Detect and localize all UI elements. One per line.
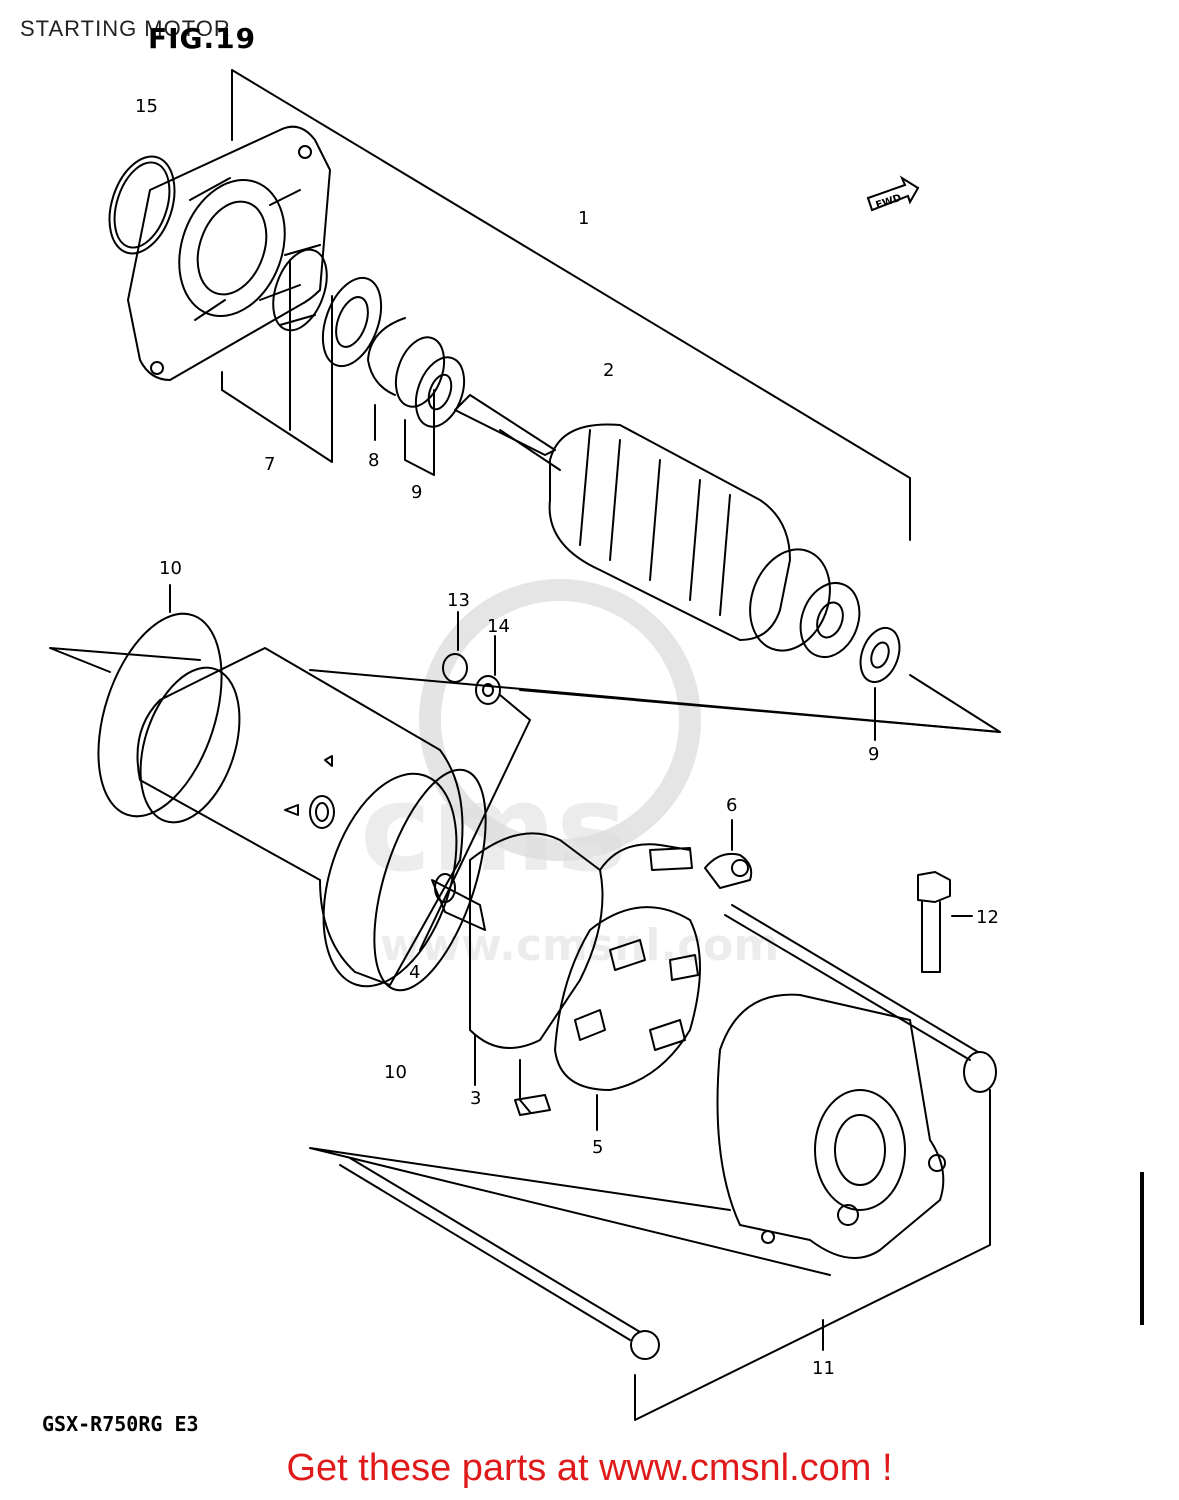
- figure-label: FIG.19: [148, 22, 257, 55]
- callout-5: 5: [592, 1137, 603, 1158]
- clip-8: [367, 317, 406, 396]
- bearing-7: [272, 248, 328, 332]
- callout-13: 13: [447, 590, 470, 611]
- through-bolt-lower: [339, 1157, 641, 1341]
- callout-9b: 9: [868, 744, 879, 765]
- callout-10a: 10: [159, 558, 182, 579]
- o-ring-15: [108, 155, 176, 255]
- brush-plate-5: [554, 906, 701, 1131]
- callout-15: 15: [135, 96, 158, 117]
- callout-7: 7: [264, 454, 275, 475]
- upper-frame-line: [231, 69, 911, 541]
- callout-1: 1: [578, 208, 589, 229]
- o-ring-15-inner: [113, 161, 171, 249]
- callout-8: 8: [368, 450, 379, 471]
- fwd-arrow-icon: FWD: [866, 175, 920, 212]
- bolt-12: [917, 871, 951, 973]
- page-title: STARTING MOTOR: [20, 16, 231, 41]
- lower-frame-line: [309, 1089, 991, 1421]
- callout-9a: 9: [411, 482, 422, 503]
- rear-cover: [716, 993, 946, 1259]
- through-bolt-upper: [724, 914, 971, 1061]
- callout-14: 14: [487, 616, 510, 637]
- model-code: GSX-R750RG E3: [42, 1412, 199, 1436]
- callout-11: 11: [812, 1358, 835, 1379]
- o-ring-10: [97, 612, 223, 818]
- callout-2: 2: [603, 360, 614, 381]
- front-housing: [127, 125, 331, 381]
- callout-12: 12: [976, 907, 999, 928]
- yoke-housing: [136, 647, 464, 988]
- watermark-url: www.cmsnl.com: [380, 920, 779, 971]
- brush-6: [704, 852, 753, 889]
- washer-9-right: [859, 626, 901, 684]
- watermark-logo: cms www.cmsnl.com: [360, 579, 779, 971]
- washer-14: [475, 675, 501, 705]
- washer-9: [394, 336, 446, 408]
- callout-10b: 10: [384, 1062, 407, 1083]
- callout-4: 4: [409, 962, 420, 983]
- watermark-text: cms: [360, 760, 628, 899]
- armature-2: [454, 394, 861, 658]
- callout-6: 6: [726, 795, 737, 816]
- callout-3: 3: [470, 1088, 481, 1109]
- seal-13: [442, 653, 468, 683]
- footer-link[interactable]: Get these parts at www.cmsnl.com !: [286, 1447, 893, 1489]
- o-ring-10-b: [373, 768, 487, 992]
